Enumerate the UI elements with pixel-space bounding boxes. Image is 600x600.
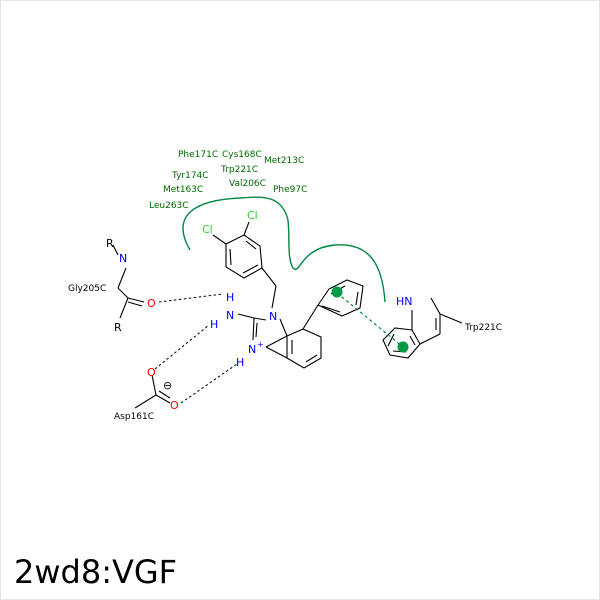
oxygen-atom-asp-1: O bbox=[147, 366, 156, 379]
residue-gly205c: Gly205C bbox=[68, 284, 106, 294]
residue-phe97c: Phe97C bbox=[273, 185, 307, 195]
chlorine-atom-1: Cl bbox=[202, 223, 213, 236]
nitrogen-atom-gly: N bbox=[119, 252, 127, 265]
hydrogen-atom-amine-2: H bbox=[210, 318, 218, 331]
ring-centroid-trp bbox=[397, 341, 409, 353]
hydrogen-bonds bbox=[154, 293, 238, 404]
residue-trp221c: Trp221C bbox=[464, 323, 502, 333]
hydrogen-atom-amine-1: H bbox=[226, 291, 234, 304]
hydrophobic-residue-labels: Phe171C Cys168C Met213C Tyr174C Trp221C … bbox=[149, 150, 307, 211]
residue-met213c: Met213C bbox=[264, 156, 304, 166]
r-group-gly-1: R bbox=[106, 237, 114, 250]
nitrogen-atom-indole: HN bbox=[396, 295, 413, 308]
r-group-gly-2: R bbox=[114, 321, 122, 334]
residue-phe171c: Phe171C bbox=[178, 150, 218, 160]
hydrogen-atom-ring: H bbox=[236, 356, 244, 369]
ring-centroid-ligand bbox=[331, 286, 343, 298]
negative-charge: ⊖ bbox=[163, 379, 172, 392]
residue-asp161c: Asp161C bbox=[114, 412, 154, 422]
oxygen-atom-gly: O bbox=[147, 297, 156, 310]
chlorine-atom-2: Cl bbox=[247, 209, 258, 222]
pi-stacking-interaction bbox=[331, 286, 409, 353]
nitrogen-atom-cation: N bbox=[248, 343, 256, 356]
residue-tyr174c: Tyr174C bbox=[171, 171, 209, 181]
hydrophobic-arc bbox=[182, 196, 386, 303]
residue-cys168c: Cys168C bbox=[222, 150, 262, 160]
residue-labels: Gly205C Asp161C Trp221C bbox=[68, 284, 502, 422]
oxygen-atom-asp-2: O bbox=[170, 399, 179, 412]
nitrogen-atom-amine: N bbox=[226, 309, 234, 322]
residue-met163c: Met163C bbox=[163, 185, 203, 195]
page-title: 2wd8:VGF bbox=[14, 553, 178, 591]
residue-leu263c: Leu263C bbox=[149, 201, 189, 211]
residue-val206c: Val206C bbox=[229, 179, 266, 189]
positive-charge: + bbox=[257, 340, 264, 349]
nitrogen-atom-ring: N bbox=[269, 310, 277, 323]
ligand-bonds bbox=[112, 221, 463, 409]
residue-trp221c-contact: Trp221C bbox=[220, 165, 258, 175]
atom-labels: Cl Cl N N + H N H H HN R N O R O O ⊖ bbox=[106, 209, 413, 412]
